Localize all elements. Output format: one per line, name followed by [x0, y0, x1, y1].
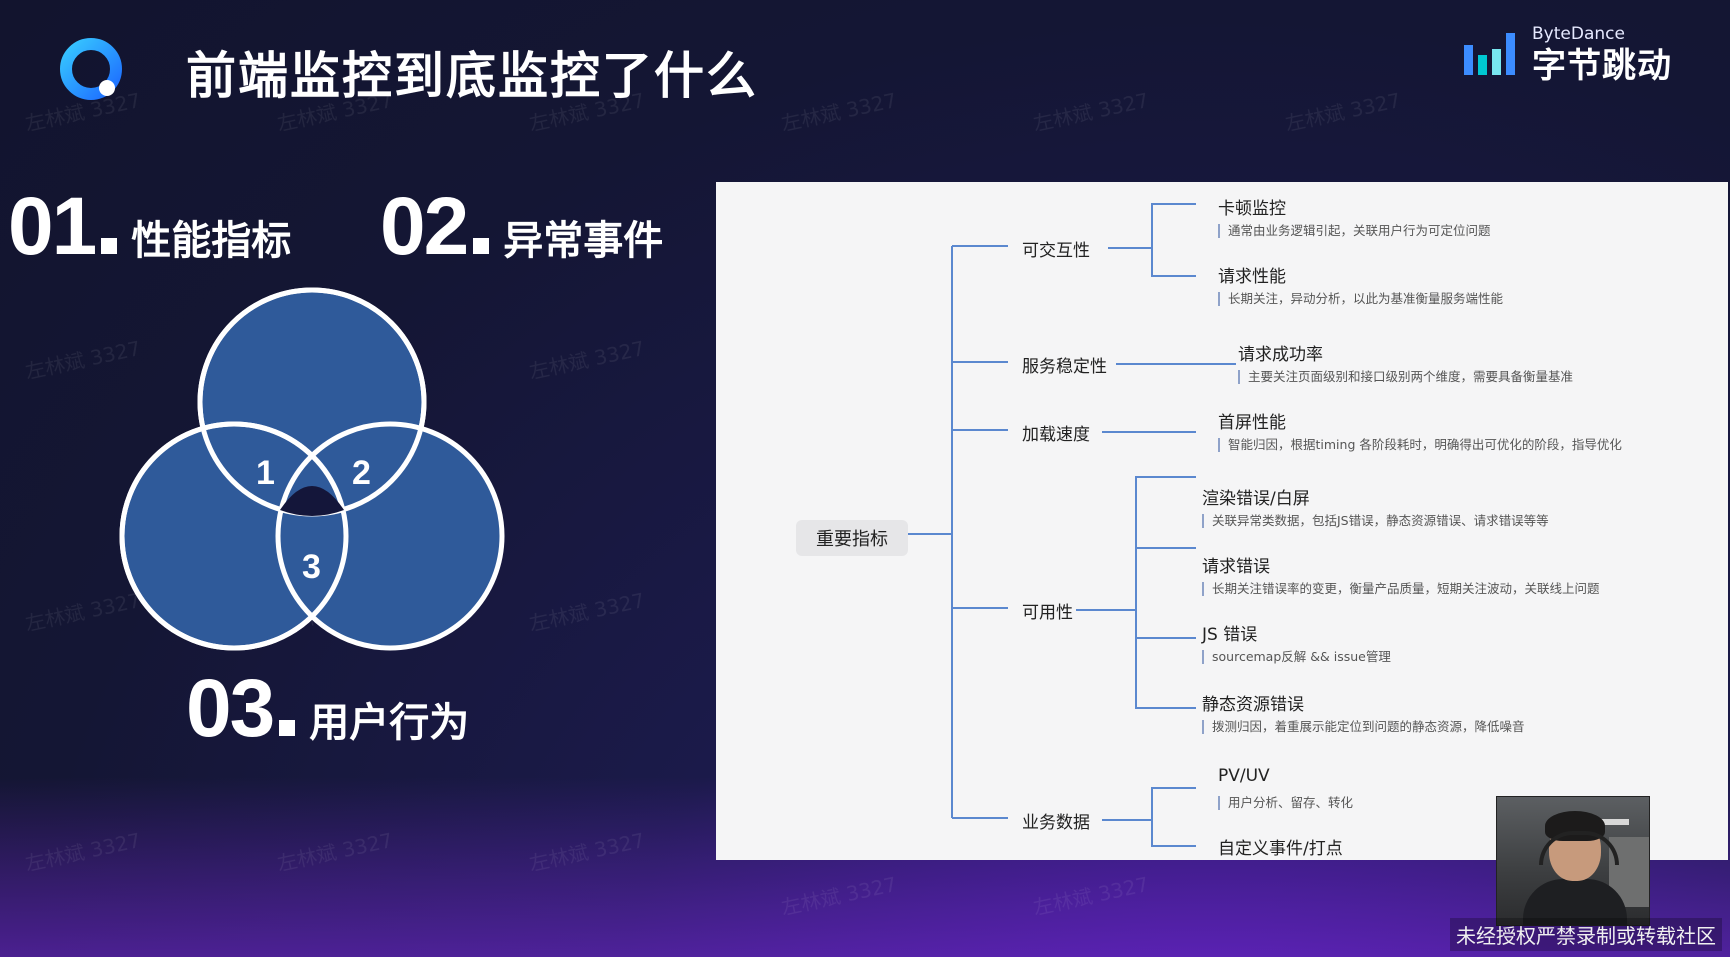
label-exception: 02 异常事件 [380, 180, 663, 274]
venn-circle-right [275, 421, 505, 651]
label-text: 性能指标 [131, 218, 292, 264]
speaker-body [1523, 879, 1627, 925]
mindmap-connectors [908, 203, 1236, 847]
speaker-webcam [1496, 796, 1650, 926]
label-number: 03 [186, 663, 275, 754]
label-dot [473, 238, 490, 254]
venn-number-3: 3 [302, 548, 321, 586]
bytedance-logo: ByteDance 字节跳动 [1462, 26, 1672, 83]
leaf-title: 请求性能 [1218, 267, 1286, 287]
bytedance-bars-icon [1464, 32, 1515, 75]
leaf-desc: 主要关注页面级别和接口级别两个维度，需要具备衡量基准 [1238, 370, 1573, 384]
leaf-title: 首屏性能 [1218, 413, 1286, 433]
watermark: 左林斌 3327 [1283, 88, 1403, 136]
leaf-title: PV/UV [1218, 766, 1270, 786]
leaf-desc: 用户分析、留存、转化 [1218, 796, 1353, 810]
app-logo-icon [60, 38, 122, 100]
label-performance: 01 性能指标 [8, 180, 291, 274]
watermark: 左林斌 3327 [1031, 88, 1151, 136]
copyright-notice: 未经授权严禁录制或转载社区 [1450, 918, 1722, 951]
brand-name-cn: 字节跳动 [1532, 46, 1672, 86]
label-text: 用户行为 [309, 700, 470, 746]
branch-loading-speed: 加载速度 [1022, 425, 1090, 445]
leaf-title: 卡顿监控 [1218, 199, 1286, 219]
watermark: 左林斌 3327 [527, 336, 647, 384]
branch-service-stability: 服务稳定性 [1022, 357, 1107, 377]
brand-name-en: ByteDance [1532, 24, 1625, 44]
venn-number-2: 2 [352, 454, 371, 492]
leaf-title: 请求错误 [1202, 557, 1270, 577]
leaf-desc: 关联异常类数据，包括JS错误，静态资源错误、请求错误等等 [1202, 514, 1549, 528]
leaf-desc: 智能归因，根据timing 各阶段耗时，明确得出可优化的阶段，指导优化 [1218, 438, 1622, 452]
branch-availability: 可用性 [1022, 603, 1073, 623]
venn-number-1: 1 [256, 454, 275, 492]
label-user-behavior: 03 用户行为 [186, 662, 469, 756]
label-number: 01 [8, 181, 97, 272]
leaf-title: 静态资源错误 [1202, 695, 1304, 715]
label-number: 02 [380, 181, 469, 272]
leaf-title: 自定义事件/打点 [1218, 839, 1343, 859]
venn-center-region [280, 486, 344, 516]
leaf-desc: 通常由业务逻辑引起，关联用户行为可定位问题 [1218, 224, 1491, 238]
leaf-title: 请求成功率 [1238, 345, 1323, 365]
leaf-title: 渲染错误/白屏 [1202, 489, 1310, 509]
leaf-desc: 拨测归因，着重展示能定位到问题的静态资源，降低噪音 [1202, 720, 1525, 734]
leaf-desc: 长期关注，异动分析，以此为基准衡量服务端性能 [1218, 292, 1503, 306]
leaf-desc: 长期关注错误率的变更，衡量产品质量，短期关注波动，关联线上问题 [1202, 582, 1600, 596]
branch-interactivity: 可交互性 [1022, 241, 1090, 261]
leaf-title: JS 错误 [1202, 625, 1258, 645]
mindmap-root: 重要指标 [796, 520, 908, 556]
mindmap-panel: 重要指标 可交互性 服务稳定性 加载速度 可用性 业务数据 卡顿监控 通常由业务… [716, 182, 1728, 860]
label-text: 异常事件 [503, 218, 664, 264]
leaf-desc: sourcemap反解 && issue管理 [1202, 650, 1391, 664]
slide-title: 前端监控到底监控了什么 [186, 47, 758, 105]
branch-business-data: 业务数据 [1022, 813, 1090, 833]
venn-diagram: 1 2 3 [119, 287, 505, 651]
watermark: 左林斌 3327 [779, 88, 899, 136]
label-dot [101, 238, 118, 254]
label-dot [279, 720, 296, 736]
watermark: 左林斌 3327 [527, 588, 647, 636]
